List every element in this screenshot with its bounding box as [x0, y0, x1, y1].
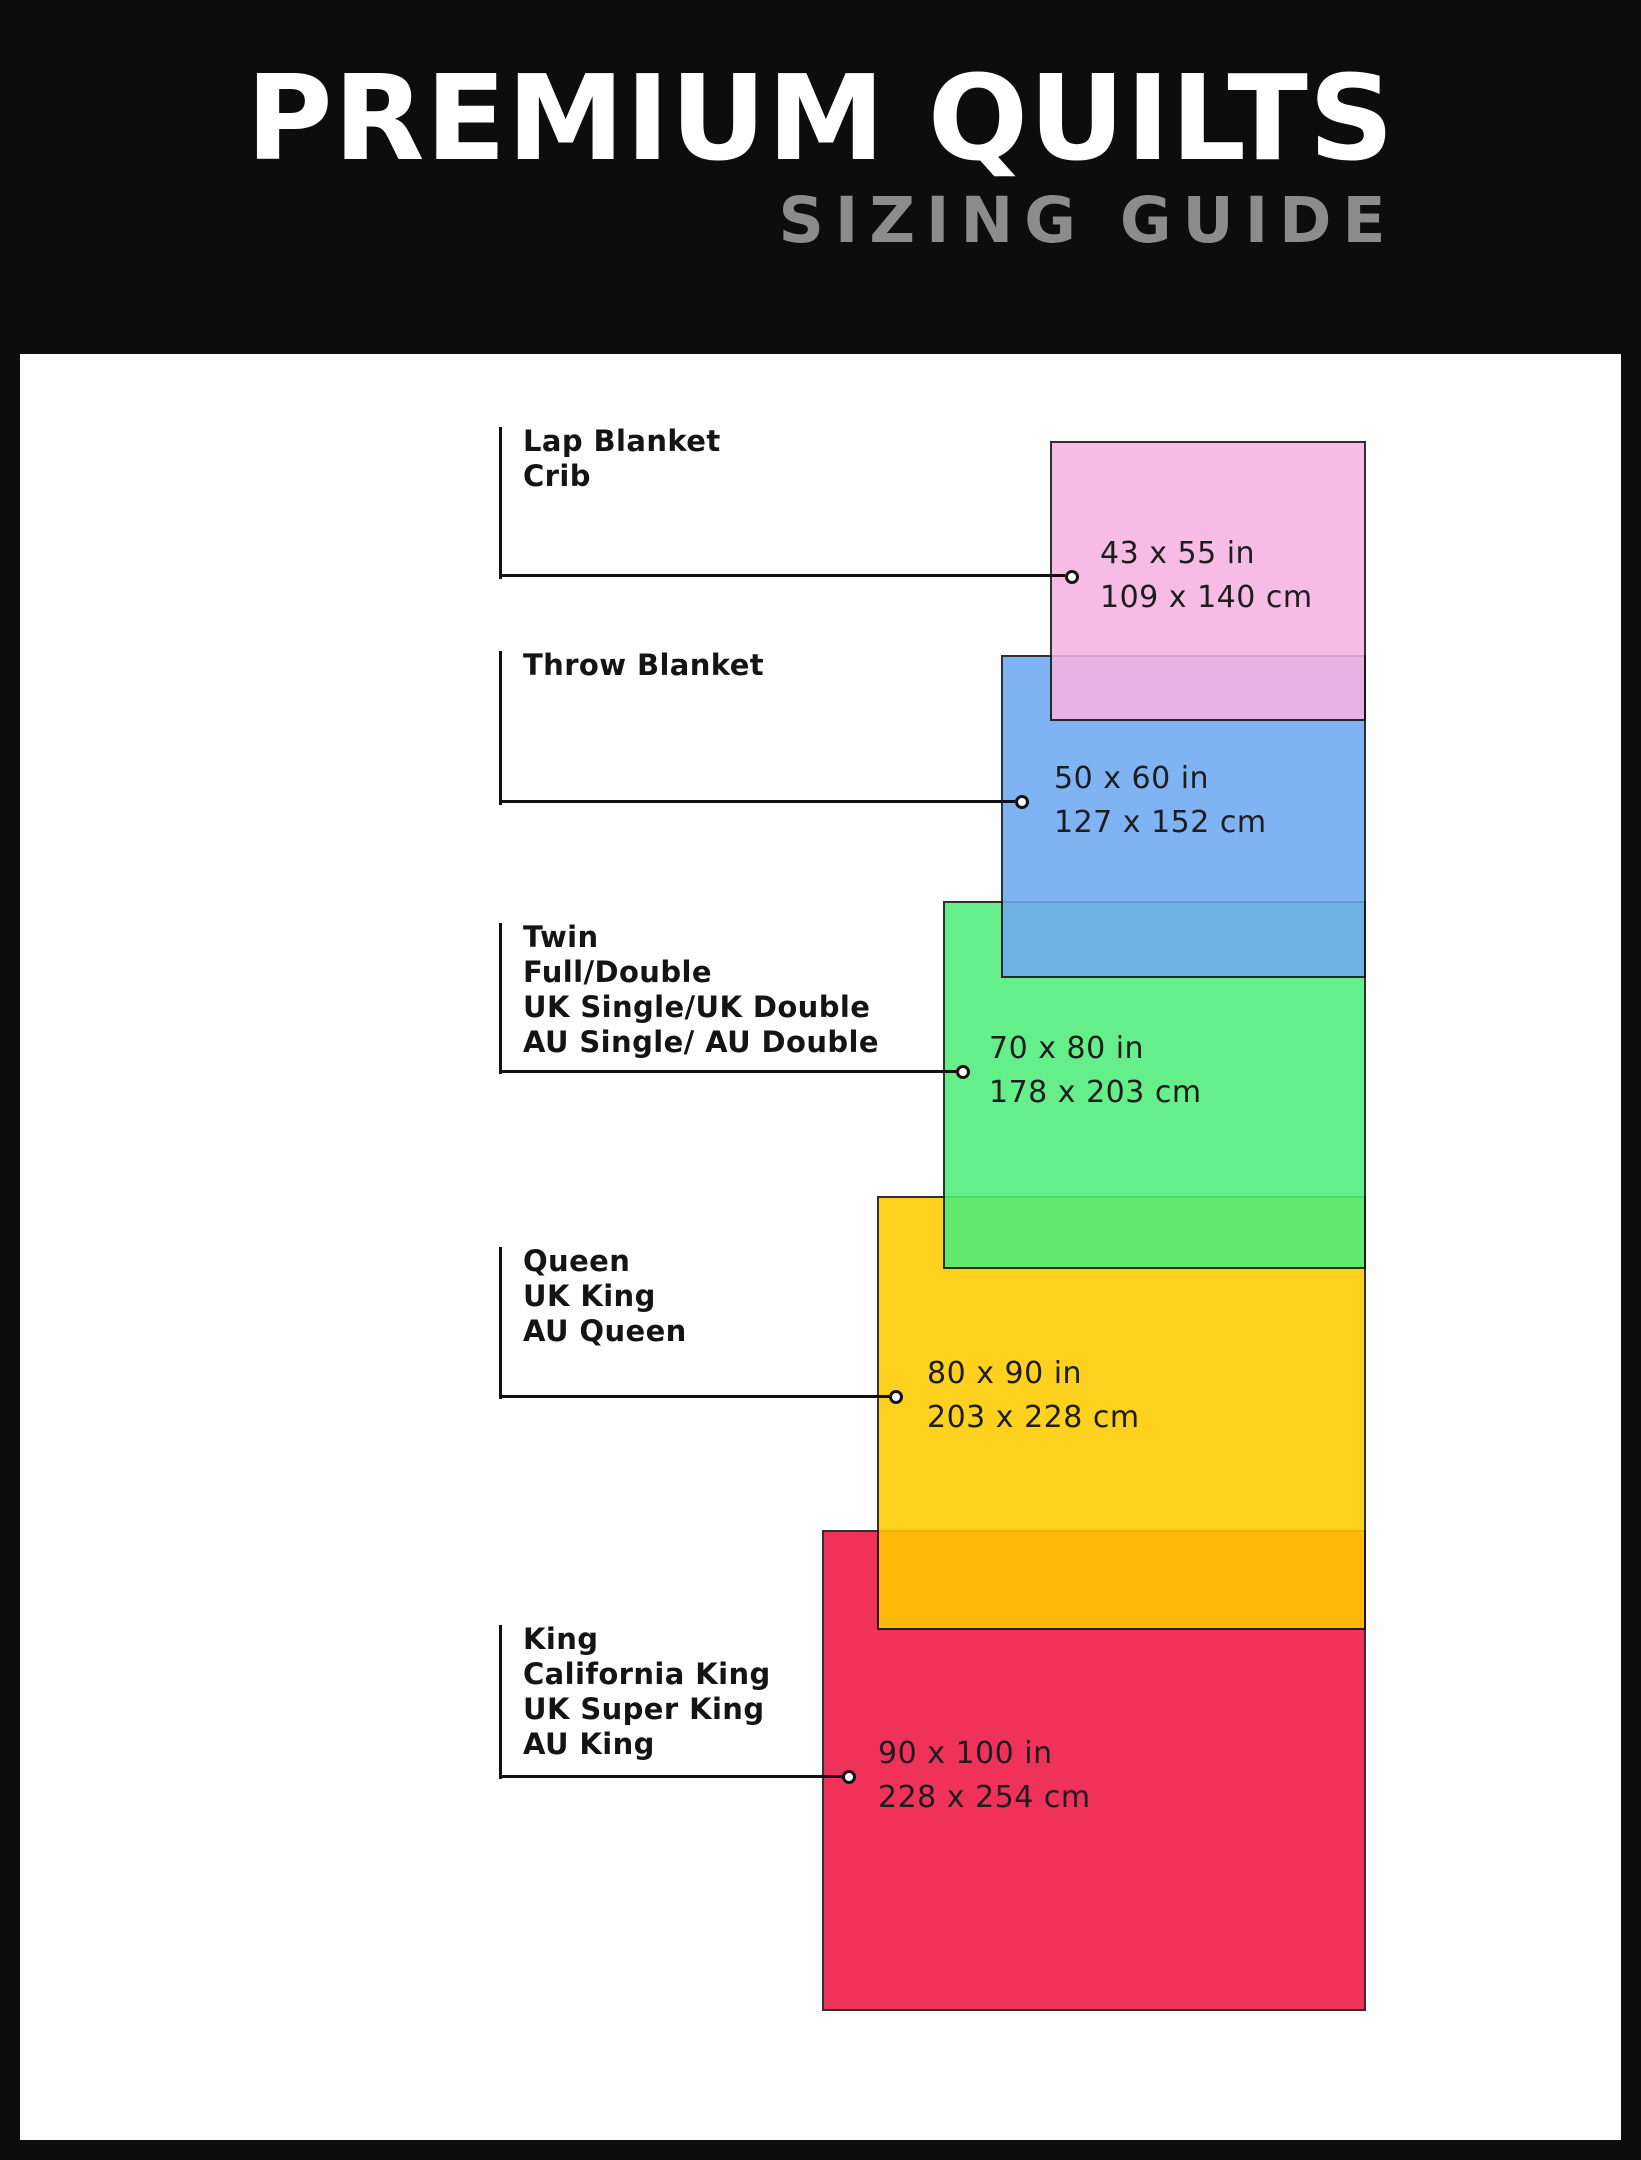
label-line: California King: [523, 1657, 771, 1691]
page-title: PREMIUM QUILTS: [246, 49, 1395, 187]
connector-hline-king: [499, 1775, 842, 1778]
connector-dot-throw: [1015, 795, 1029, 809]
label-line: Queen: [523, 1244, 631, 1278]
connector-vline-queen: [499, 1247, 502, 1399]
size-inches: 43 x 55 in: [1100, 536, 1256, 571]
size-measurement-king: 90 x 100 in 228 x 254 cm: [878, 1732, 1091, 1820]
label-line: AU Queen: [523, 1314, 687, 1348]
header: PREMIUM QUILTS SIZING GUIDE: [0, 0, 1641, 354]
connector-hline-queen: [499, 1395, 889, 1398]
connector-vline-king: [499, 1625, 502, 1779]
size-cm: 228 x 254 cm: [878, 1780, 1091, 1815]
connector-vline-throw: [499, 651, 502, 805]
size-label-lap-blanket: Lap Blanket Crib: [523, 424, 721, 494]
label-line: UK King: [523, 1279, 656, 1313]
size-inches: 70 x 80 in: [989, 1031, 1145, 1066]
size-cm: 127 x 152 cm: [1054, 805, 1267, 840]
label-line: AU Single/ AU Double: [523, 1025, 879, 1059]
size-measurement-throw: 50 x 60 in 127 x 152 cm: [1054, 757, 1267, 845]
size-label-king: King California King UK Super King AU Ki…: [523, 1622, 771, 1762]
page-subtitle: SIZING GUIDE: [778, 184, 1397, 258]
size-label-queen: Queen UK King AU Queen: [523, 1244, 687, 1349]
label-line: Lap Blanket: [523, 424, 721, 458]
connector-dot-lap-blanket: [1065, 570, 1079, 584]
connector-dot-twin: [956, 1065, 970, 1079]
size-inches: 90 x 100 in: [878, 1736, 1053, 1771]
size-measurement-twin: 70 x 80 in 178 x 203 cm: [989, 1027, 1202, 1115]
size-cm: 203 x 228 cm: [927, 1400, 1140, 1435]
label-line: Full/Double: [523, 955, 712, 989]
size-cm: 178 x 203 cm: [989, 1075, 1202, 1110]
label-line: King: [523, 1622, 599, 1656]
connector-dot-king: [842, 1770, 856, 1784]
size-measurement-queen: 80 x 90 in 203 x 228 cm: [927, 1352, 1140, 1440]
diagram-panel: [20, 354, 1621, 2140]
label-line: Twin: [523, 920, 599, 954]
label-line: UK Single/UK Double: [523, 990, 871, 1024]
size-inches: 50 x 60 in: [1054, 761, 1210, 796]
header-inner: PREMIUM QUILTS SIZING GUIDE: [241, 0, 1401, 257]
size-measurement-lap-blanket: 43 x 55 in 109 x 140 cm: [1100, 532, 1313, 620]
label-line: Crib: [523, 459, 591, 493]
connector-dot-queen: [889, 1390, 903, 1404]
size-label-twin: Twin Full/Double UK Single/UK Double AU …: [523, 920, 879, 1060]
label-line: UK Super King: [523, 1692, 765, 1726]
connector-hline-throw: [499, 800, 1015, 803]
label-line: Throw Blanket: [523, 648, 765, 682]
connector-hline-lap-blanket: [499, 574, 1065, 577]
connector-hline-twin: [499, 1070, 956, 1073]
size-cm: 109 x 140 cm: [1100, 580, 1313, 615]
size-inches: 80 x 90 in: [927, 1356, 1083, 1391]
connector-vline-twin: [499, 923, 502, 1074]
label-line: AU King: [523, 1727, 655, 1761]
size-label-throw: Throw Blanket: [523, 648, 764, 683]
size-rect-lap-blanket: [1050, 441, 1366, 721]
connector-vline-lap-blanket: [499, 427, 502, 579]
